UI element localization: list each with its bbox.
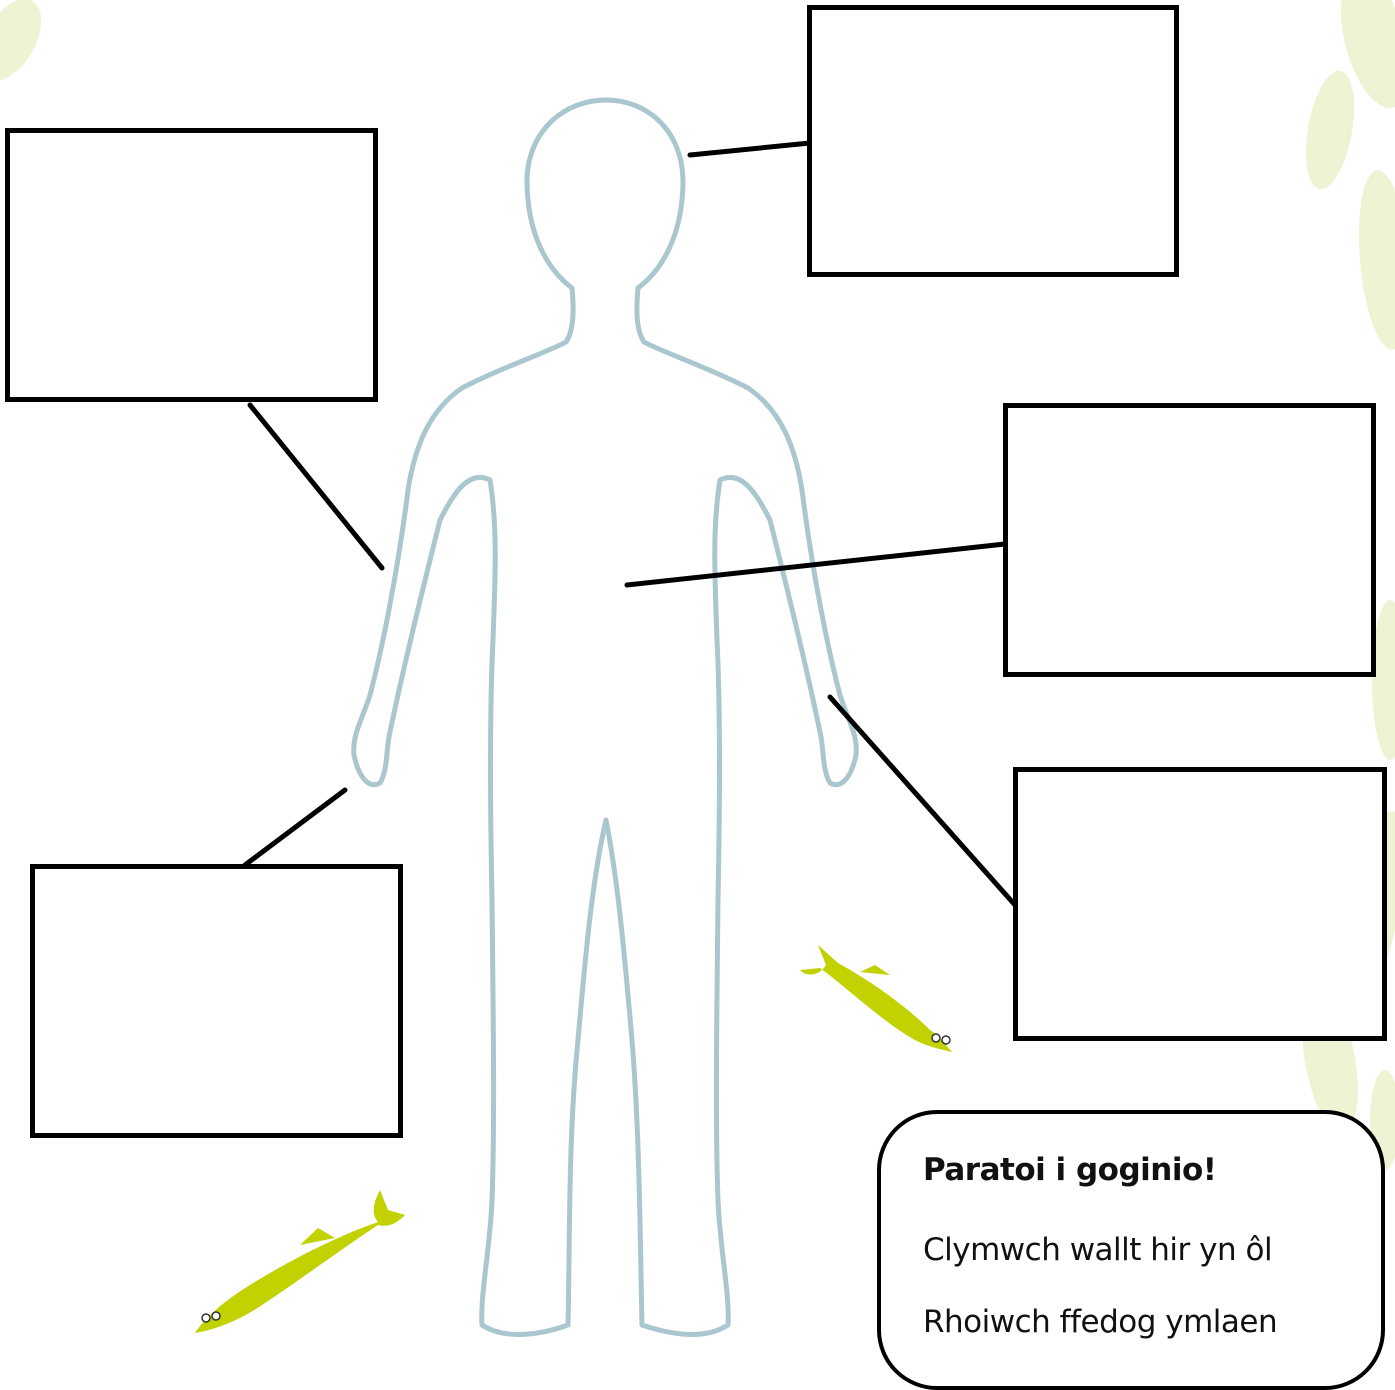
worksheet-illustration xyxy=(0,0,1395,1337)
label-box-left-arm[interactable] xyxy=(5,128,378,402)
connector-lines xyxy=(242,140,1018,908)
tip-card-line: Clymwch wallt hir yn ôl xyxy=(923,1232,1273,1268)
tip-card: Paratoi i goginio! Clymwch wallt hir yn … xyxy=(877,1110,1385,1390)
label-box-left-hand[interactable] xyxy=(30,864,403,1138)
label-box-right-hand[interactable] xyxy=(1013,767,1387,1041)
fish-icon xyxy=(195,1190,405,1333)
label-box-torso[interactable] xyxy=(1003,403,1376,677)
tip-card-title: Paratoi i goginio! xyxy=(923,1152,1217,1188)
tip-card-line: Rhoiwch ffedog ymlaen xyxy=(923,1304,1278,1340)
label-box-head[interactable] xyxy=(807,5,1179,277)
body-outline xyxy=(351,97,859,1337)
fish-icon xyxy=(800,945,952,1052)
